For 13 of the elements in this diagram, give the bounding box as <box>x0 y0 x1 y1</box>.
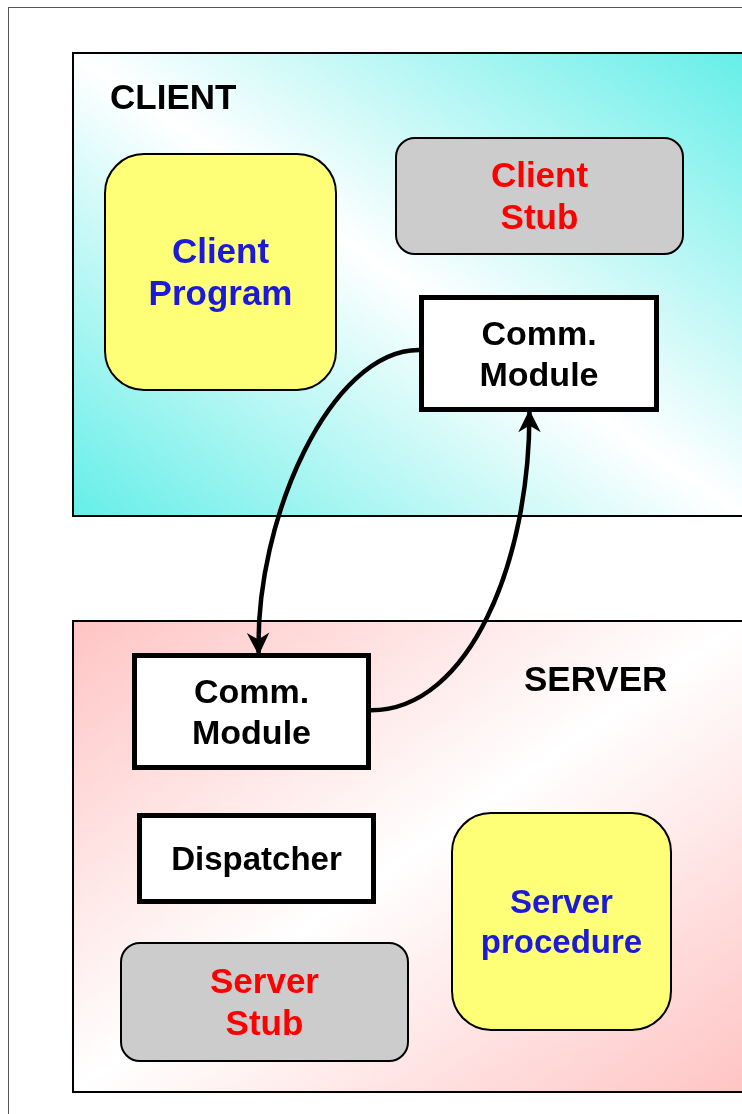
panel-background <box>72 620 742 1093</box>
arrow <box>370 409 541 713</box>
panel-title: SERVER <box>524 658 668 700</box>
stub-box: Server Stub <box>120 942 409 1062</box>
module-box: Dispatcher <box>137 813 376 904</box>
stub-box: Client Stub <box>395 137 684 255</box>
program-box: Server procedure <box>451 812 672 1031</box>
arrow <box>247 347 420 656</box>
module-box: Comm. Module <box>419 295 659 412</box>
panel-background <box>72 52 742 517</box>
panel-title: CLIENT <box>110 76 237 118</box>
program-box: Client Program <box>104 153 337 391</box>
module-box: Comm. Module <box>132 653 371 770</box>
